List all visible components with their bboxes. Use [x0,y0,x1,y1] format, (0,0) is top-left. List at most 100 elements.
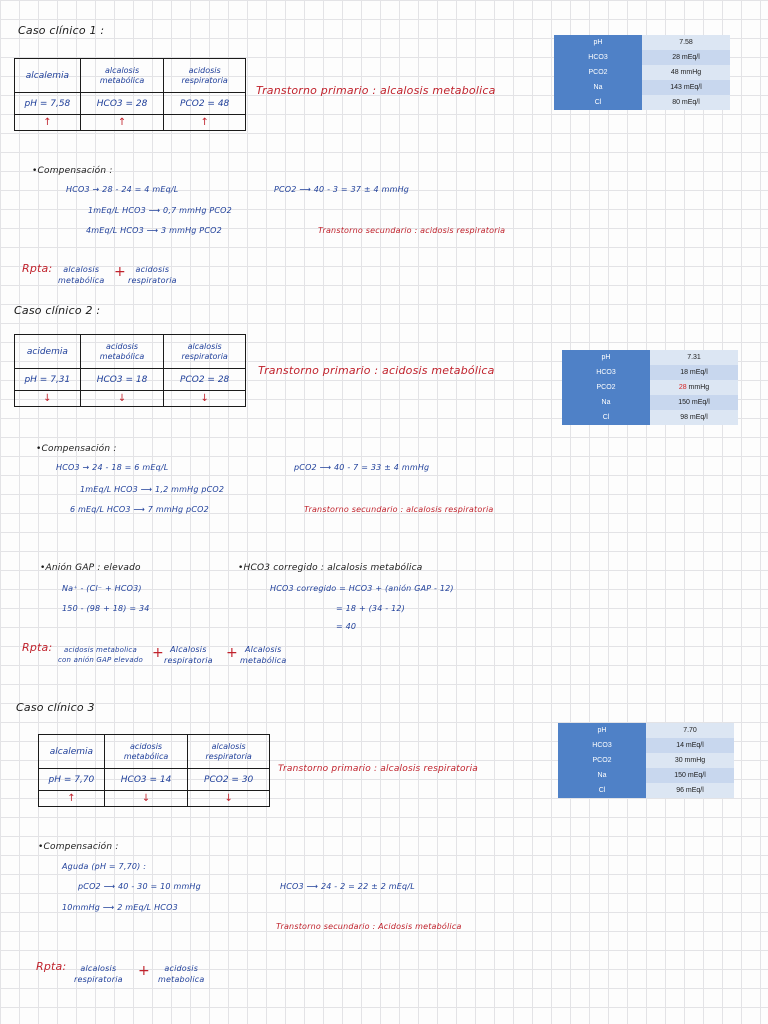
case3-summary-table: alcalemia acidosis metabólica alcalosis … [38,734,270,807]
case2-gap-line-1: Na⁺ - (Cl⁻ + HCO3) [62,584,142,593]
lab-key: HCO3 [554,50,642,65]
case1-header-3: acidosis respiratoria [163,58,246,93]
case1-secondary-disorder: Transtorno secundario : acidosis respira… [318,226,506,235]
lab-value: 80 mEq/l [642,95,730,110]
lab-key: Na [558,768,646,783]
bullet-icon: • [36,444,42,454]
case3-compensation-title: •Compensación : [38,842,119,852]
case2-comp-line-2: 1mEq/L HCO3 ⟶ 1,2 mmHg pCO2 [80,485,225,494]
lab-value: 150 mEq/l [646,768,734,783]
lab-key: PCO2 [558,753,646,768]
case2-comp-line-3: 6 mEq/L HCO3 ⟶ 7 mmHg pCO2 [70,505,209,514]
lab-value: 30 mmHg [646,753,734,768]
case3-hco3-line: HCO3 ⟶ 24 - 2 = 22 ± 2 mEq/L [280,882,415,891]
lab-key: Cl [558,783,646,798]
case3-answer-label: Rpta: [36,960,67,973]
case2-header-1: acidemia [14,334,81,369]
case2-comp-line-1: HCO3 → 24 - 18 = 6 mEq/L [56,463,169,472]
plus-icon: + [114,264,126,280]
lab-key: Cl [554,95,642,110]
case1-comp-line-2: 1mEq/L HCO3 ⟶ 0,7 mmHg PCO2 [88,206,232,215]
case3-arrow-2: ↓ [103,790,189,807]
lab-key: PCO2 [562,380,650,395]
case2-header-2: acidosis metabólica [79,334,165,369]
case2-primary-disorder: Transtorno primario : acidosis metabólic… [258,364,495,377]
case3-arrow-3: ↓ [187,790,270,807]
case2-secondary-disorder: Transtorno secundario : alcalosis respir… [304,505,494,514]
case2-hco3-corrected-title: •HCO3 corregido : alcalosis metabólica [238,563,423,573]
case3-value-1: pH = 7,70 [38,768,105,791]
plus-icon: + [226,645,238,661]
case3-primary-disorder: Transtorno primario : alcalosis respirat… [278,764,479,774]
bullet-icon: • [40,563,46,573]
lab-key: HCO3 [562,365,650,380]
case2-value-1: pH = 7,31 [14,368,81,391]
bullet-icon: • [38,842,44,852]
bullet-icon: • [238,563,244,573]
case1-summary-table: alcalemia alcalosis metabólica acidosis … [14,58,246,131]
lab-value: 7.58 [642,35,730,50]
case2-hco3c-line-1: HCO3 corregido = HCO3 + (anión GAP - 12) [270,584,454,593]
case1-comp-line-3: 4mEq/L HCO3 ⟶ 3 mmHg PCO2 [86,226,222,235]
lab-key: HCO3 [558,738,646,753]
case2-arrow-1: ↓ [14,390,81,407]
lab-key: PCO2 [554,65,642,80]
case2-arrow-3: ↓ [163,390,246,407]
case3-secondary-disorder: Transtorno secundario : Acidosis metaból… [276,922,462,931]
case1-value-1: pH = 7,58 [14,92,81,115]
case1-value-3: PCO2 = 48 [163,92,246,115]
case3-header-3: alcalosis respiratoria [187,734,270,769]
lab-key: pH [554,35,642,50]
lab-value: 7.31 [650,350,738,365]
case3-arrow-1: ↑ [38,790,105,807]
case1-primary-disorder: Transtorno primario : alcalosis metaboli… [256,84,496,97]
lab-value: 48 mmHg [642,65,730,80]
case3-acute-label: Aguda (pH = 7,70) : [62,862,147,871]
lab-value: 14 mEq/l [646,738,734,753]
case1-arrow-2: ↑ [79,114,165,131]
case2-value-3: PCO2 = 28 [163,368,246,391]
lab-value: 96 mEq/l [646,783,734,798]
lab-key: Na [554,80,642,95]
case3-value-2: HCO3 = 14 [103,768,189,791]
case2-hco3c-line-3: = 40 [336,622,357,631]
case1-header-1: alcalemia [14,58,81,93]
lab-value: 7.70 [646,723,734,738]
case3-header-1: alcalemia [38,734,105,769]
case2-value-2: HCO3 = 18 [79,368,165,391]
case2-pco2-line: pCO2 ⟶ 40 - 7 = 33 ± 4 mmHg [294,463,430,472]
case1-title: Caso clínico 1 : [18,24,105,37]
lab-value: 18 mEq/l [650,365,738,380]
lab-value: 28 mmHg [650,380,738,395]
case1-compensation-title: •Compensación : [32,166,113,176]
highlighted-value: 28 [678,384,687,391]
case2-header-3: alcalosis respiratoria [163,334,246,369]
lab-value: 143 mEq/l [642,80,730,95]
case1-header-2: alcalosis metabólica [79,58,165,93]
case1-answer-label: Rpta: [22,262,53,275]
plus-icon: + [152,645,164,661]
lab-value: 98 mEq/l [650,410,738,425]
case2-gap-line-2: 150 - (98 + 18) = 34 [62,604,150,613]
case1-value-2: HCO3 = 28 [79,92,165,115]
case3-value-3: PCO2 = 30 [187,768,270,791]
case2-answer-label: Rpta: [22,641,53,654]
case2-arrow-2: ↓ [79,390,165,407]
case2-hco3c-line-2: = 18 + (34 - 12) [336,604,405,613]
lab-key: pH [562,350,650,365]
lab-value: 150 mEq/l [650,395,738,410]
lab-key: Cl [562,410,650,425]
case3-comp-line-1: pCO2 ⟶ 40 - 30 = 10 mmHg [78,882,201,891]
case1-arrow-1: ↑ [14,114,81,131]
lab-value: 28 mEq/l [642,50,730,65]
case2-anion-gap-title: •Anión GAP : elevado [40,563,141,573]
